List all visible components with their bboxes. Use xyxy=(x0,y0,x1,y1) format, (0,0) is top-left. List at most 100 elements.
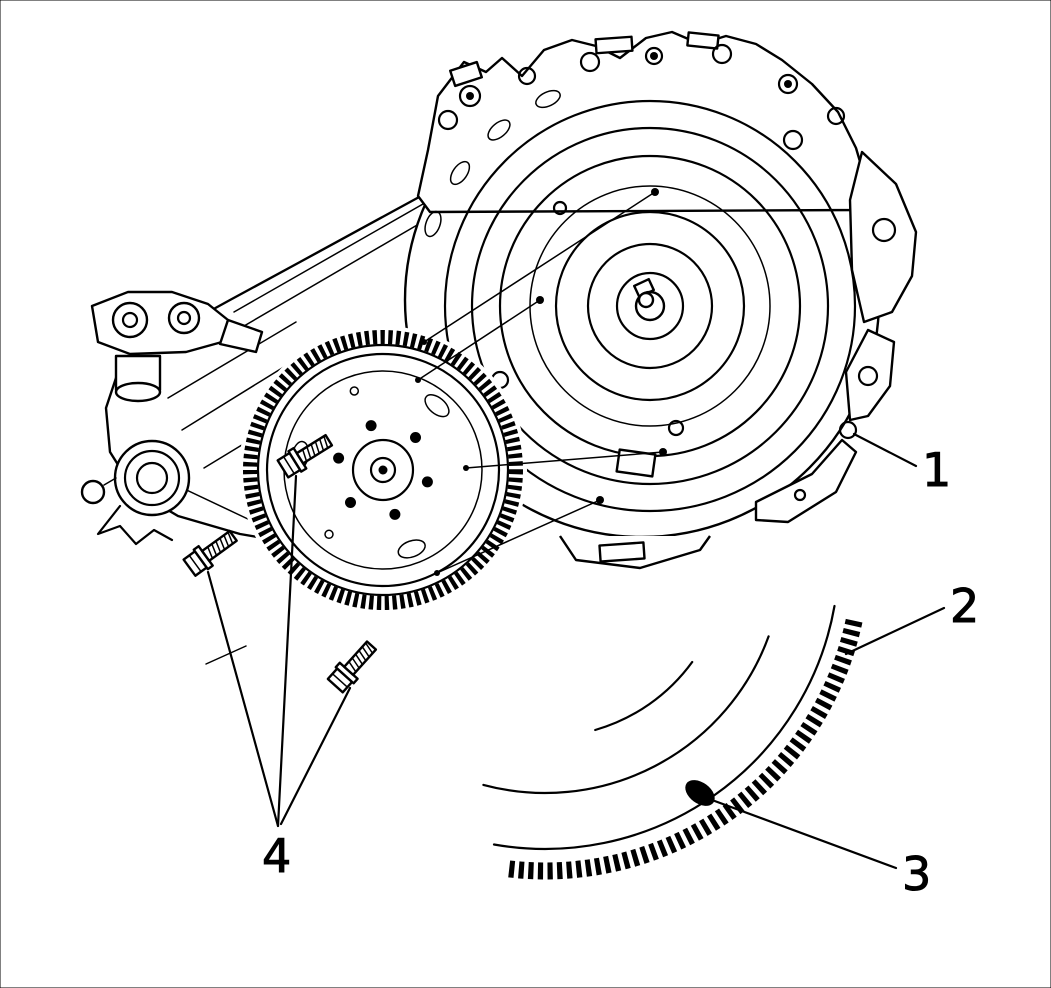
flexplate-slot xyxy=(424,394,450,418)
bolt-boss xyxy=(458,84,482,108)
callout-4-label: 4 xyxy=(262,829,291,883)
callout-3-leader xyxy=(710,798,898,870)
alignment-dot xyxy=(415,377,421,383)
callout-4: 4 xyxy=(206,474,352,884)
mount-cylinder xyxy=(111,301,149,339)
torque-converter xyxy=(443,99,857,513)
callout-2-leader xyxy=(844,606,946,656)
bolt-boss-center xyxy=(466,92,474,100)
pan-edge-jag xyxy=(96,504,174,546)
callout-2: 2 xyxy=(844,579,980,656)
callout-2-label: 2 xyxy=(950,579,979,633)
case-seam-line xyxy=(233,199,431,313)
converter-ring xyxy=(554,210,746,402)
bracket-lug xyxy=(449,60,483,88)
mount-cylinder-bore xyxy=(121,311,139,329)
flywheel-ring-gear-teeth xyxy=(505,618,863,880)
mount-cylinder xyxy=(167,301,201,335)
bolt-boss xyxy=(857,365,879,387)
mount-cylinder-bore xyxy=(176,310,192,326)
flywheel-contour-arc xyxy=(594,660,694,732)
flexplate-bolt-hole xyxy=(365,420,377,432)
top-bracket-cluster xyxy=(416,30,868,214)
callout-3-label: 3 xyxy=(902,847,931,901)
top-bracket-body xyxy=(416,30,868,214)
bottom-right-foot xyxy=(754,438,858,524)
alignment-line xyxy=(465,451,664,469)
mount-arm xyxy=(218,318,264,354)
end-boss-line xyxy=(103,477,117,486)
bolt-boss xyxy=(517,66,537,86)
converter-hub-pilot xyxy=(637,291,655,309)
end-boss xyxy=(80,479,106,505)
flange-oval-hole xyxy=(535,89,561,109)
flywheel-inner-arc xyxy=(482,635,770,795)
bracket-lug xyxy=(686,31,720,50)
bell-inner-rim xyxy=(443,99,857,513)
flange-oval-hole xyxy=(424,210,442,238)
gasket-flange-holes xyxy=(424,89,561,238)
left-mount-bracket xyxy=(90,290,264,403)
bolt-boss xyxy=(644,46,664,66)
bolt-boss-center xyxy=(784,80,792,88)
converter-notch xyxy=(615,448,657,478)
alignment-dot xyxy=(463,465,469,471)
right-bracket-upper xyxy=(848,150,918,324)
bolt-boss xyxy=(579,51,601,73)
flexplate-root-circle xyxy=(256,343,510,597)
converter-outer-edge xyxy=(470,126,830,486)
callout-1: 1 xyxy=(852,432,952,498)
converter-ring xyxy=(615,271,685,341)
output-end-cap xyxy=(80,439,191,546)
flange-oval-hole xyxy=(487,119,511,141)
mount-post-base xyxy=(114,381,162,403)
callout-4-leader xyxy=(276,474,298,828)
flexplate-rim xyxy=(265,352,501,588)
case-rib-line xyxy=(167,321,297,399)
callout-4-leader xyxy=(206,570,280,828)
callouts: 1 2 3 4 xyxy=(206,432,980,902)
callout-4-leader xyxy=(279,686,352,826)
flywheel-detail xyxy=(482,604,863,880)
flexplate-bolt-hole xyxy=(389,508,401,520)
flywheel-balance-hole xyxy=(685,780,715,806)
bolt-boss xyxy=(437,109,459,131)
case-seam-line xyxy=(243,213,437,327)
alignment-dot xyxy=(434,570,440,576)
alignment-line xyxy=(436,499,601,574)
converter-face-hole xyxy=(667,419,685,437)
bolt-boss xyxy=(711,43,733,65)
bracket-lug xyxy=(594,35,634,55)
bolt-boss xyxy=(793,488,807,502)
flexplate-ring-gear xyxy=(243,330,523,610)
tick-line xyxy=(205,645,247,665)
right-bracket-cluster xyxy=(559,129,918,570)
converter-ring xyxy=(586,242,714,370)
seal-middle xyxy=(123,449,181,507)
callout-3: 3 xyxy=(710,798,932,902)
alignment-lines xyxy=(205,191,664,665)
flange-oval-hole xyxy=(449,160,471,186)
bolt-boss xyxy=(871,217,897,243)
flexplate-small-hole xyxy=(349,386,360,396)
flexplate-small-hole xyxy=(324,529,334,540)
flexplate-pilot xyxy=(369,456,397,484)
callout-1-boss xyxy=(838,420,858,440)
flexplate-center xyxy=(378,465,388,475)
alignment-line xyxy=(423,191,656,343)
seal-inner xyxy=(135,461,169,495)
flexplate-bolt-hole xyxy=(421,476,433,488)
callout-1-leader xyxy=(852,432,918,468)
flexplate-slot xyxy=(397,539,426,559)
flexplate-bolt-hole xyxy=(410,432,421,443)
converter-face-hole xyxy=(552,200,568,216)
flexplate xyxy=(239,326,527,614)
bolt-boss xyxy=(782,129,804,151)
right-bracket-lower xyxy=(844,328,896,422)
alignment-dot xyxy=(421,339,427,345)
flange-tab xyxy=(598,541,646,563)
flexplate-bolt-hole xyxy=(333,452,345,464)
bolt-boss xyxy=(826,106,846,126)
